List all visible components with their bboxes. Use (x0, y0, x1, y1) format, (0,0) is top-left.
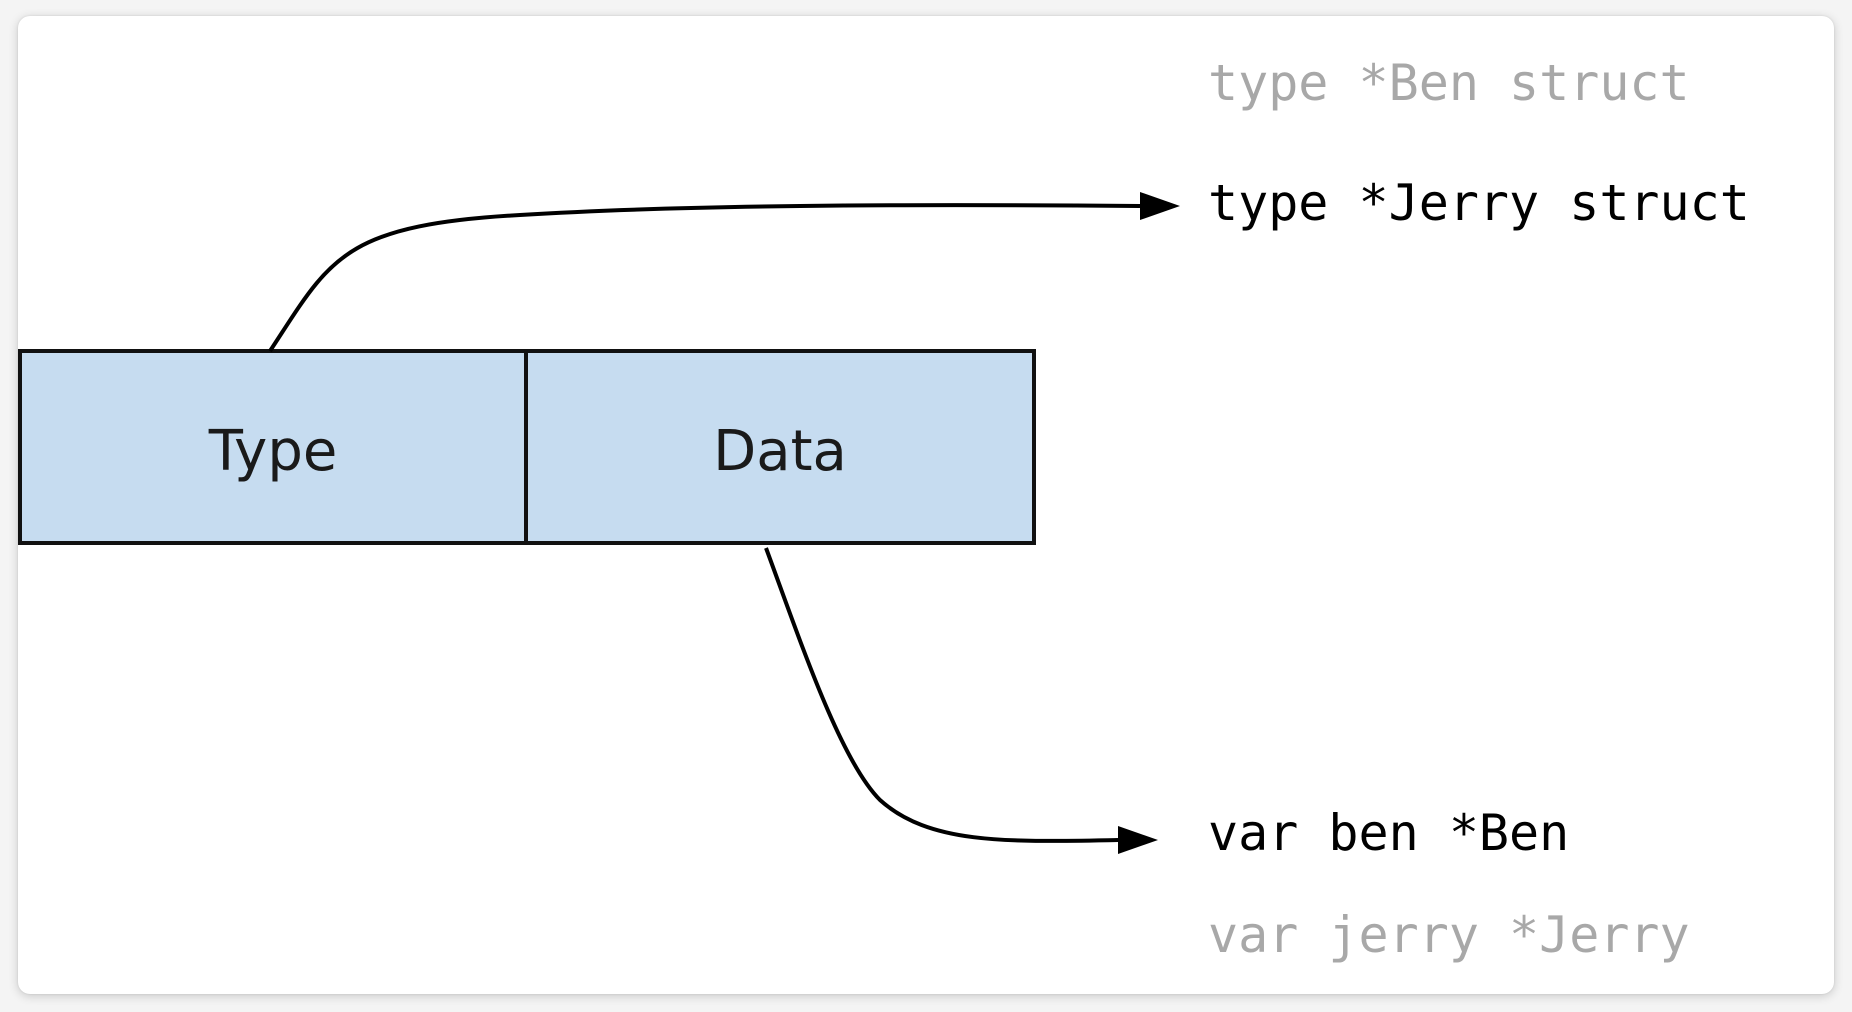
code-line-var-ben: var ben *Ben (1208, 804, 1569, 862)
type-pointer-arrow (268, 203, 1141, 353)
type-pointer-arrowhead (1140, 192, 1180, 220)
code-line-type-ben: type *Ben struct (1208, 54, 1690, 112)
data-pointer-arrow (764, 547, 1119, 843)
type-cell-label: Type (208, 419, 338, 484)
code-line-type-jerry: type *Jerry struct (1208, 174, 1750, 232)
data-cell-label: Data (713, 419, 847, 484)
data-cell (524, 349, 1036, 545)
code-line-var-jerry: var jerry *Jerry (1208, 906, 1690, 964)
data-pointer-arrowhead (1118, 826, 1158, 854)
type-cell (18, 349, 528, 545)
